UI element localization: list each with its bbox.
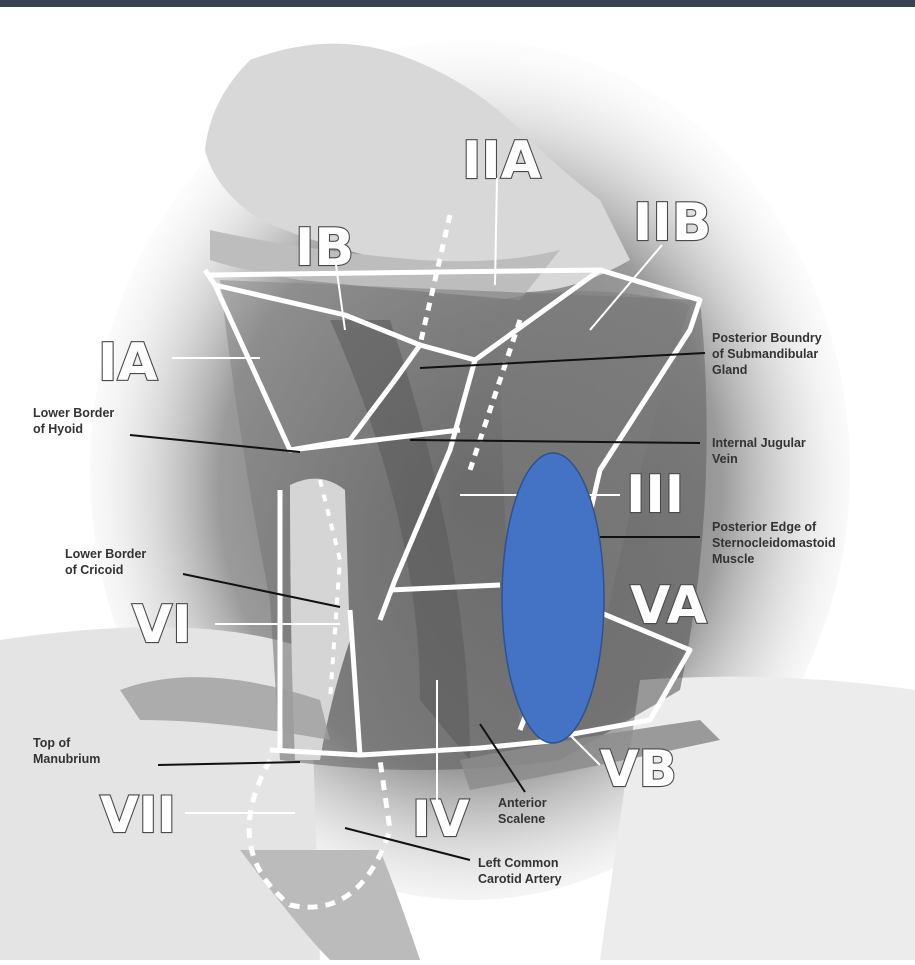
annotation-lower-border-cricoid: Lower Border of Cricoid [65, 546, 146, 578]
annotation-internal-jugular: Internal Jugular Vein [712, 435, 806, 467]
level-iv-label: IV [412, 790, 470, 848]
annotation-anterior-scalene: Anterior Scalene [498, 795, 547, 827]
annotation-lower-border-hyoid: Lower Border of Hyoid [33, 405, 114, 437]
level-iia-label: IIA [462, 131, 541, 191]
level-vii-label: VII [100, 786, 176, 844]
annotation-posterior-edge: Posterior Edge of Sternocleidomastoid Mu… [712, 519, 836, 567]
level-ib-label: IB [295, 218, 354, 278]
annotation-posterior-boundry: Posterior Boundry of Submandibular Gland [712, 330, 822, 378]
level-iib-label: IIB [633, 193, 711, 253]
level-ia-label: IA [98, 333, 158, 393]
level-vi-label: VI [132, 595, 192, 655]
level-iii-label: III [626, 465, 684, 525]
annotation-top-manubrium: Top of Manubrium [33, 735, 100, 767]
annotation-left-common-carotid: Left Common Carotid Artery [478, 855, 562, 887]
overlay-oval [502, 453, 604, 743]
level-vb-label: VB [600, 740, 677, 798]
level-va-label: VA [630, 576, 707, 636]
